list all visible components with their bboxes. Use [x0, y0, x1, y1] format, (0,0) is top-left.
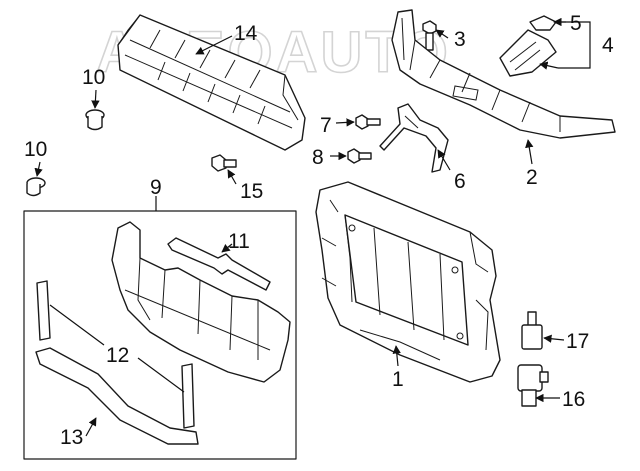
callout-8: 8	[312, 146, 324, 169]
callout-2: 2	[526, 166, 538, 189]
part-10-push-clip-lower	[26, 177, 46, 197]
callout-1: 1	[392, 368, 404, 391]
part-5-clip	[529, 15, 557, 31]
part-12-right-strip	[181, 363, 195, 429]
leader-lines	[34, 17, 591, 437]
part-3-bolt	[422, 20, 437, 51]
callout-11: 11	[228, 230, 250, 253]
part-9-shroud	[111, 221, 291, 383]
callout-7: 7	[320, 114, 332, 137]
part-4-bracket	[499, 29, 557, 77]
callout-4: 4	[602, 34, 614, 57]
part-8-bolt	[347, 148, 372, 164]
part-10-push-clip-upper	[85, 109, 105, 131]
callout-9: 9	[150, 176, 162, 199]
part-11-seal	[167, 237, 271, 291]
part-1-radiator-support	[315, 181, 501, 383]
callout-3: 3	[454, 28, 466, 51]
callout-17: 17	[566, 330, 589, 353]
callout-16: 16	[562, 388, 585, 411]
callout-10-lower: 10	[24, 138, 47, 161]
part-12-left-strip	[36, 280, 51, 341]
part-2-upper-tie-bar	[391, 9, 616, 139]
callout-12: 12	[106, 344, 129, 367]
part-13-bar	[35, 347, 199, 445]
callout-10-upper: 10	[82, 66, 105, 89]
callout-14: 14	[234, 22, 258, 45]
part-17-sensor	[521, 311, 543, 350]
callout-15: 15	[240, 180, 263, 203]
callout-5: 5	[570, 12, 582, 35]
part-6-bracket	[379, 103, 449, 173]
part-7-bolt	[355, 114, 381, 130]
part-16-sensor	[517, 364, 549, 407]
callout-13: 13	[60, 426, 83, 449]
callout-6: 6	[454, 170, 466, 193]
part-14-air-guide	[117, 14, 306, 151]
part-15-bolt	[211, 154, 237, 172]
callout-labels: 1 2 3 4 5 6 7 8 9 10 10 11 12 13 14 15 1…	[24, 12, 614, 449]
